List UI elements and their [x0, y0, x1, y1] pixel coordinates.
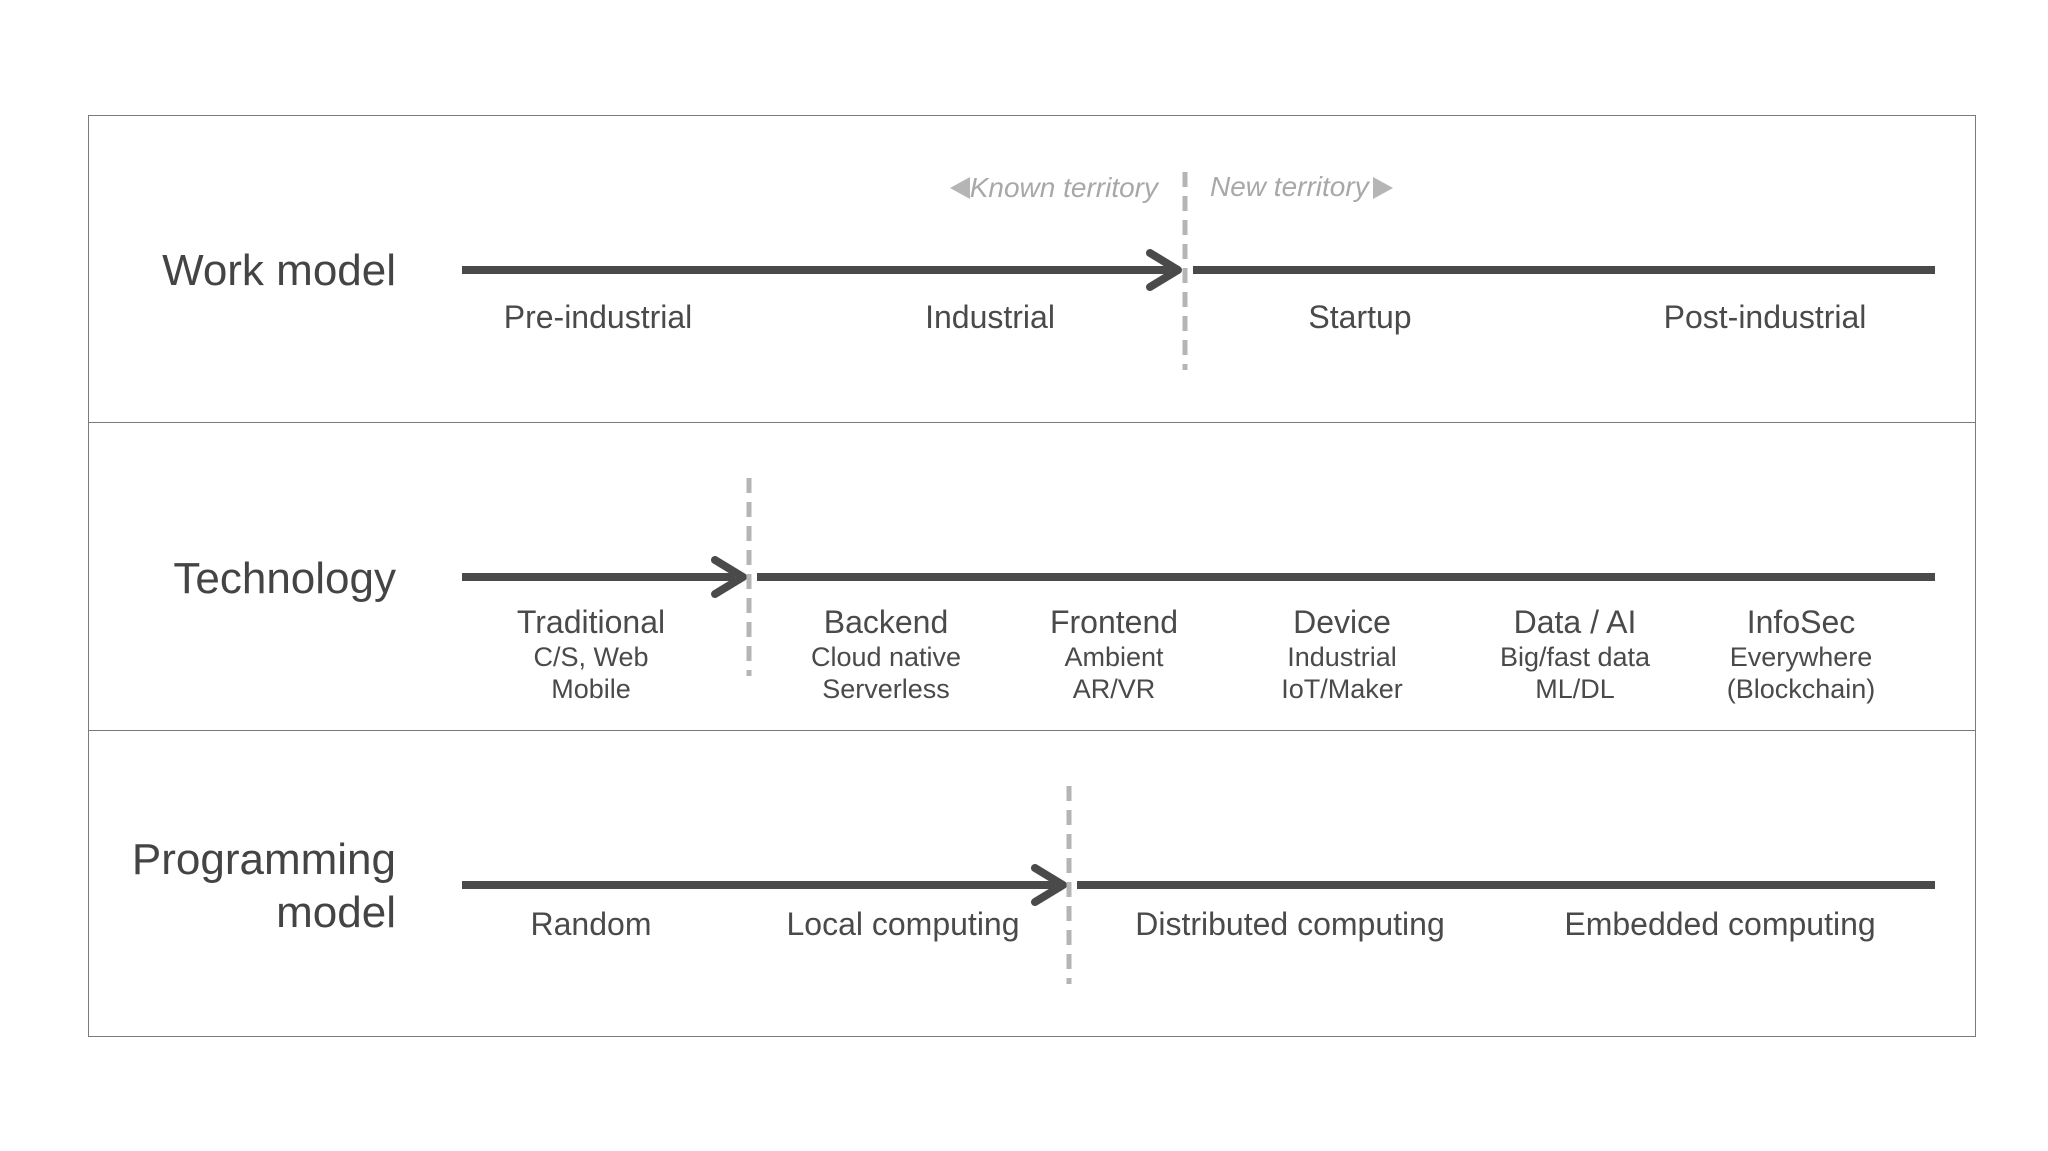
- stage-name: Pre-industrial: [503, 299, 693, 335]
- stage-embedded-computing: Embedded computing: [1564, 905, 1875, 943]
- stage-frontend: Frontend Ambient AR/VR: [1050, 603, 1178, 705]
- stage-detail: ML/DL: [1535, 674, 1615, 704]
- stage-data-ai: Data / AI Big/fast data ML/DL: [1500, 603, 1650, 705]
- stage-traditional: Traditional C/S, Web Mobile: [517, 603, 665, 705]
- stage-name: Distributed computing: [1135, 906, 1445, 942]
- stage-infosec: InfoSec Everywhere (Blockchain): [1727, 603, 1876, 705]
- stage-detail: IoT/Maker: [1281, 674, 1403, 704]
- stage-distributed-computing: Distributed computing: [1135, 905, 1444, 943]
- stage-backend: Backend Cloud native Serverless: [811, 603, 961, 705]
- stage-name: Random: [530, 906, 652, 942]
- stage-name: Device: [1293, 604, 1391, 640]
- row-label-technology: Technology: [173, 554, 396, 603]
- stage-name: Local computing: [786, 906, 1020, 942]
- stage-detail: Everywhere: [1729, 642, 1873, 672]
- stage-name: Post-industrial: [1663, 299, 1867, 335]
- stage-detail: Serverless: [822, 674, 950, 704]
- stage-detail: Mobile: [551, 674, 631, 704]
- arrowhead-icon: [1031, 864, 1067, 906]
- row-divider: [88, 730, 1976, 731]
- stage-detail: C/S, Web: [533, 642, 649, 672]
- diagram-frame: [88, 115, 1976, 1037]
- arrowhead-icon: [1146, 249, 1182, 291]
- triangle-left-icon: [950, 177, 970, 199]
- arrowhead-icon: [711, 556, 747, 598]
- new-territory-label: New territory: [1210, 171, 1369, 202]
- stage-name: Embedded computing: [1564, 906, 1876, 942]
- row-label-work-model: Work model: [162, 246, 396, 295]
- stage-industrial: Industrial: [925, 298, 1055, 336]
- stage-name: Industrial: [925, 299, 1055, 335]
- stage-post-industrial: Post-industrial: [1664, 298, 1867, 336]
- stage-pre-industrial: Pre-industrial: [504, 298, 693, 336]
- stage-name: Data / AI: [1513, 604, 1637, 640]
- stage-detail: AR/VR: [1072, 674, 1156, 704]
- stage-random: Random: [531, 905, 652, 943]
- stage-detail: (Blockchain): [1726, 674, 1876, 704]
- row-divider: [88, 422, 1976, 423]
- stage-name: Startup: [1308, 299, 1412, 335]
- stage-name: Traditional: [516, 604, 666, 640]
- known-territory-label: Known territory: [969, 172, 1158, 203]
- stage-name: Frontend: [1049, 604, 1179, 640]
- stage-detail: Big/fast data: [1499, 642, 1651, 672]
- stage-name: Backend: [823, 604, 949, 640]
- stage-name: InfoSec: [1746, 604, 1856, 640]
- stage-local-computing: Local computing: [786, 905, 1019, 943]
- stage-startup: Startup: [1308, 298, 1411, 336]
- triangle-right-icon: [1373, 177, 1393, 199]
- stage-device: Device Industrial IoT/Maker: [1281, 603, 1403, 705]
- stage-detail: Cloud native: [810, 642, 962, 672]
- row-label-programming-model: Programming model: [131, 835, 396, 937]
- stage-detail: Industrial: [1287, 642, 1397, 672]
- stage-detail: Ambient: [1064, 642, 1164, 672]
